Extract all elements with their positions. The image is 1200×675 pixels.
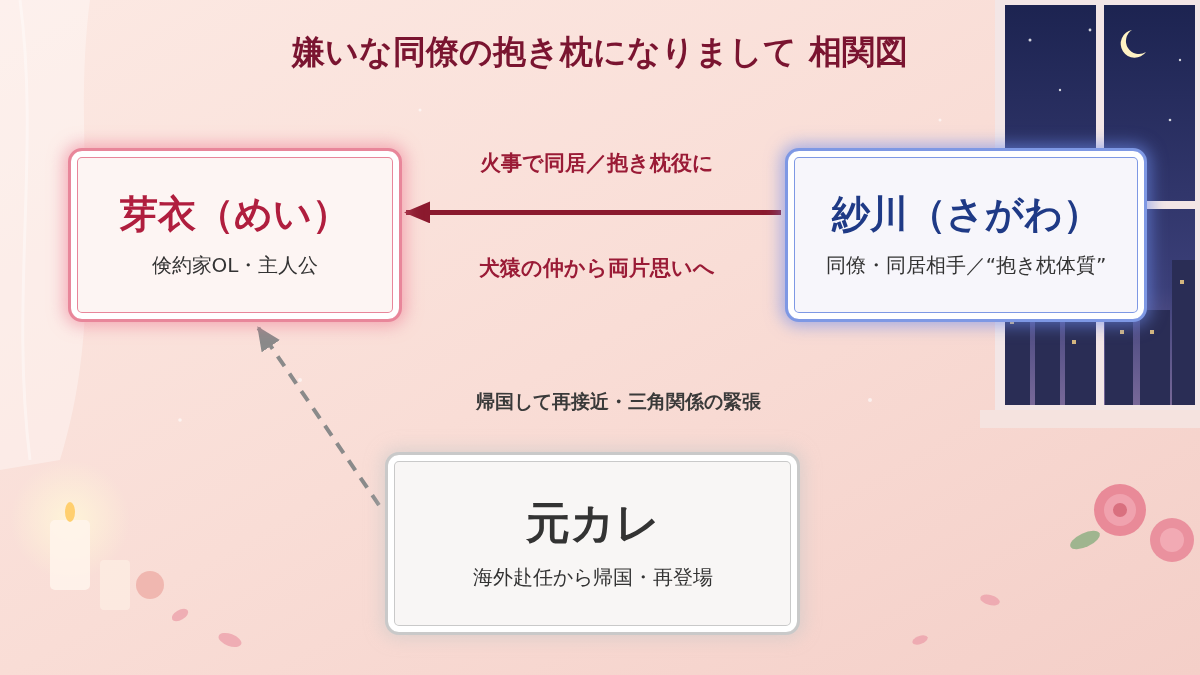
character-box: 芽衣（めい） 倹約家OL・主人公 xyxy=(68,148,402,322)
character-description: 倹約家OL・主人公 xyxy=(152,252,319,278)
character-description: 同僚・同居相手／“抱き枕体質” xyxy=(826,252,1107,278)
character-box: 元カレ海外赴任から帰国・再登場 xyxy=(385,452,800,635)
relation-label: 帰国して再接近・三角関係の緊張 xyxy=(470,387,767,417)
character-name: 元カレ xyxy=(526,497,660,550)
character-name: 紗川（さがわ） xyxy=(832,192,1101,238)
relation-arrow xyxy=(406,210,781,215)
relation-arrow xyxy=(258,328,379,505)
character-description: 海外赴任から帰国・再登場 xyxy=(473,564,713,590)
relation-note: 犬猿の仲から両片思いへ xyxy=(473,252,721,284)
character-box: 紗川（さがわ） 同僚・同居相手／“抱き枕体質” xyxy=(785,148,1147,322)
relation-label: 火事で同居／抱き枕役に xyxy=(474,147,720,179)
diagram-title: 嫌いな同僚の抱き枕になりまして 相関図 xyxy=(0,30,1200,75)
character-name: 芽衣（めい） xyxy=(120,192,350,238)
